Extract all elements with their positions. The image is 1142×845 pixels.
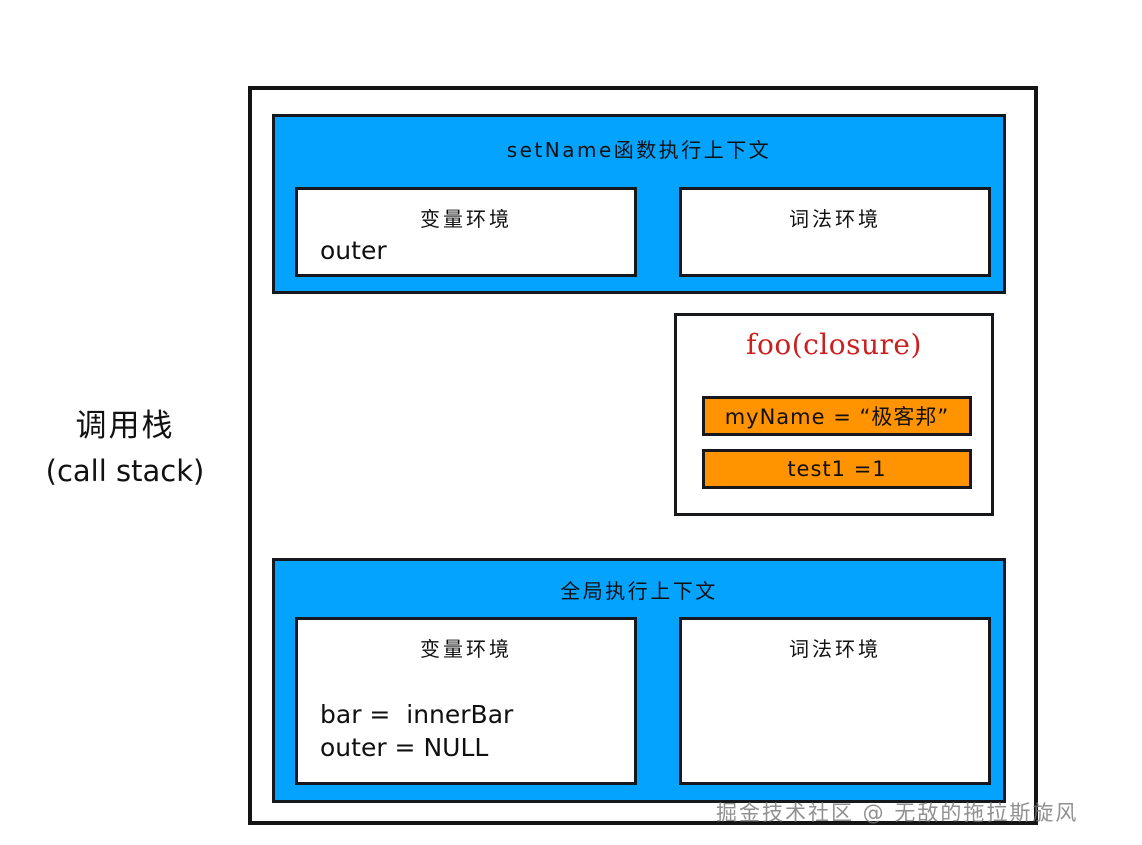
closure-variable-myname: myName = “极客邦” [702, 396, 972, 436]
closure-variable-test1: test1 =1 [702, 449, 972, 489]
setname-lexical-environment: 词法环境 [679, 187, 991, 277]
env-line: bar = innerBar [320, 700, 514, 729]
foo-closure-title: foo(closure) [746, 328, 922, 361]
global-lexical-environment-title: 词法环境 [789, 637, 881, 661]
call-stack-label: 调用栈 (call stack) [20, 406, 230, 490]
setname-variable-environment-lines: outer [320, 234, 624, 267]
call-stack-label-cn: 调用栈 [75, 408, 175, 444]
call-stack-frame: setName函数执行上下文 变量环境 outer 词法环境 全局执行上下文 变… [248, 86, 1038, 825]
call-stack-label-en: (call stack) [45, 453, 205, 488]
foo-closure-box: foo(closure) myName = “极客邦” test1 =1 [674, 313, 994, 516]
global-context-title: 全局执行上下文 [560, 579, 718, 603]
setname-execution-context: setName函数执行上下文 变量环境 outer 词法环境 [272, 114, 1006, 294]
global-execution-context: 全局执行上下文 变量环境 bar = innerBar outer = NULL… [272, 558, 1006, 803]
setname-lexical-environment-title: 词法环境 [789, 207, 881, 231]
setname-variable-environment: 变量环境 outer [295, 187, 637, 277]
env-line: outer = NULL [320, 733, 489, 762]
global-variable-environment: 变量环境 bar = innerBar outer = NULL [295, 617, 637, 785]
env-line: outer [320, 236, 387, 265]
global-variable-environment-title: 变量环境 [420, 637, 512, 661]
setname-variable-environment-title: 变量环境 [420, 207, 512, 231]
global-lexical-environment: 词法环境 [679, 617, 991, 785]
global-variable-environment-lines: bar = innerBar outer = NULL [320, 698, 624, 764]
setname-context-title: setName函数执行上下文 [506, 138, 772, 162]
